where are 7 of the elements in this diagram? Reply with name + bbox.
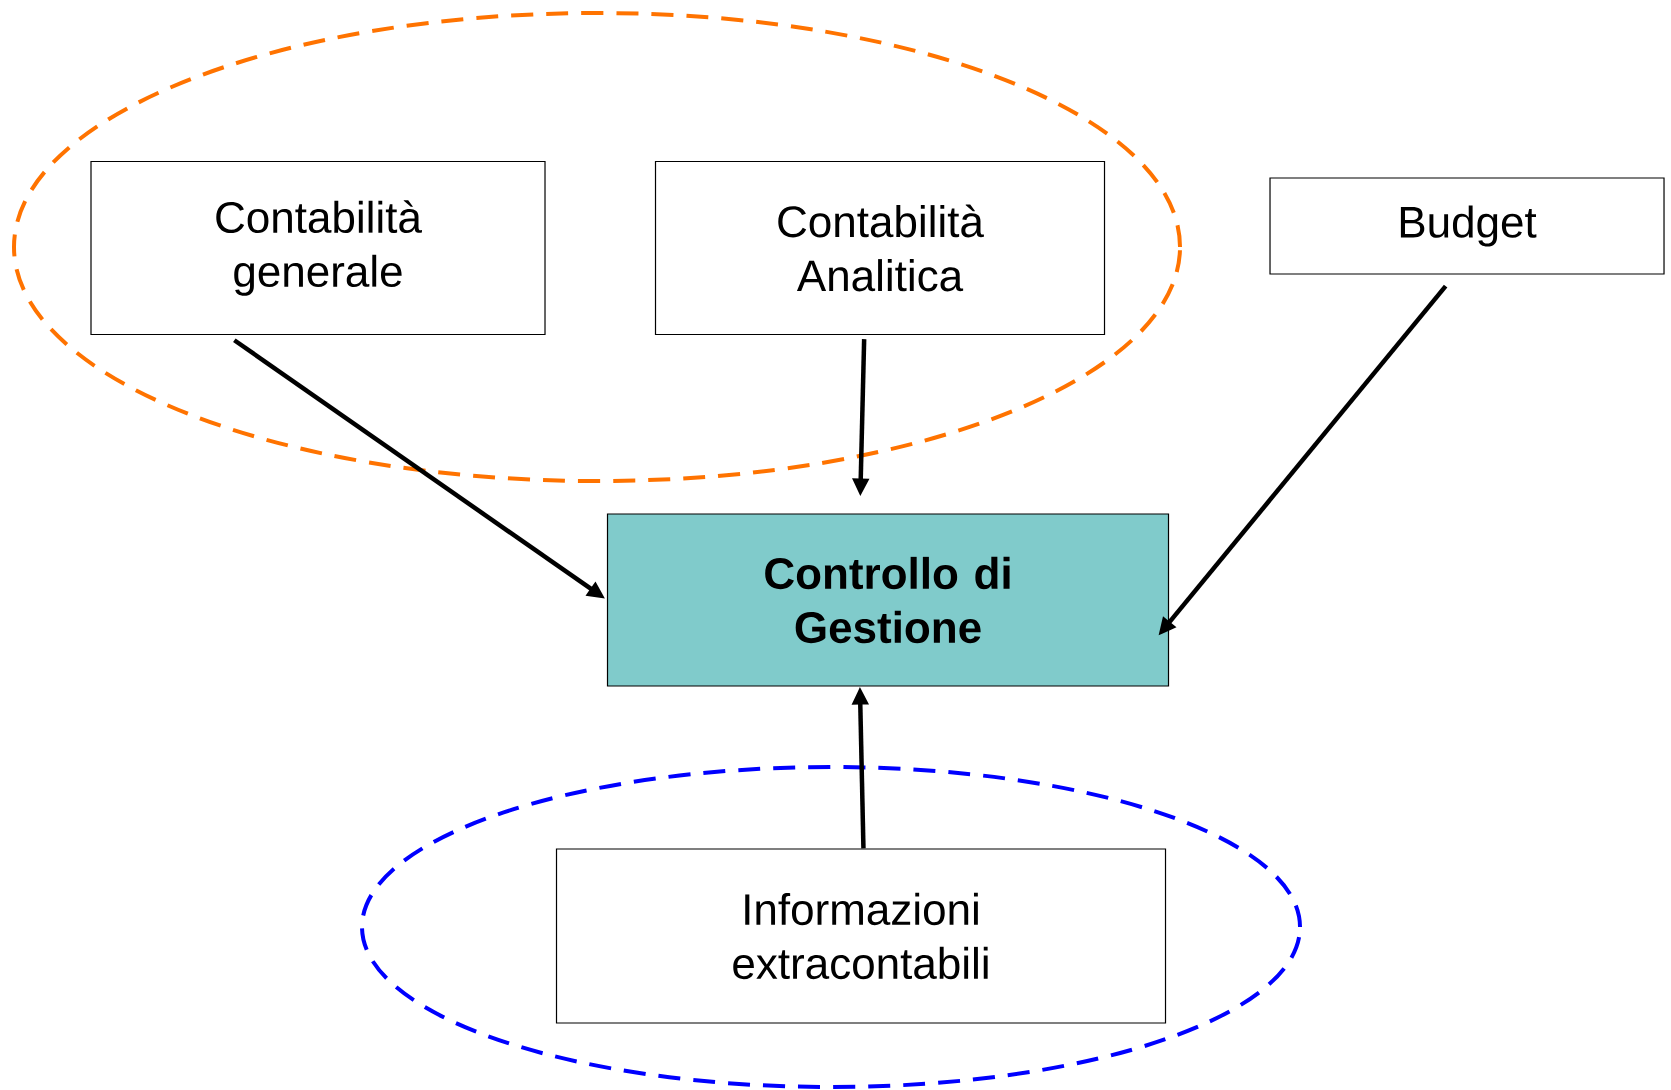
text-box: Budget: [1269, 177, 1665, 275]
text-box: Contabilità generale: [90, 160, 546, 336]
text-box: Contabilità Analitica: [654, 160, 1106, 336]
process-box: Controllo di Gestione: [606, 513, 1170, 687]
dashed-ellipse: [12, 11, 1182, 483]
dashed-ellipse: [360, 765, 1302, 1089]
text-box: Informazioni extracontabili: [555, 848, 1167, 1024]
